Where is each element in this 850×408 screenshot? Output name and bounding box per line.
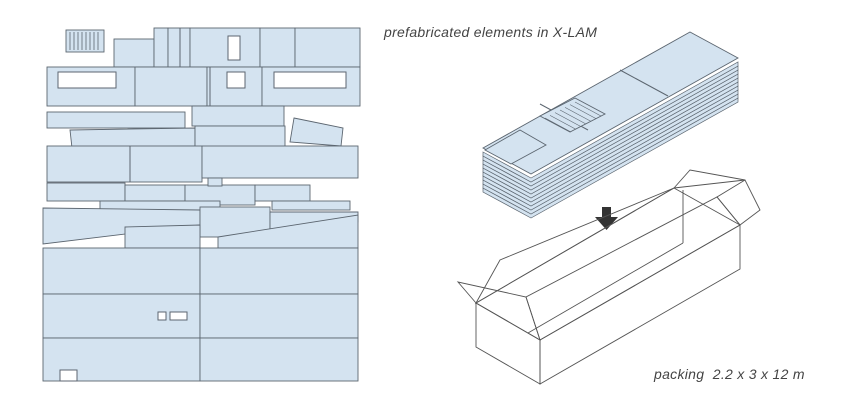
box-flap-left: [474, 187, 675, 305]
panel-row-5: [46, 177, 351, 211]
prefabricated-panels-layout: [42, 27, 361, 382]
down-arrow-icon: [595, 207, 618, 230]
panel: [189, 27, 261, 68]
bundle-stair-tread: [554, 112, 582, 127]
window-opening: [273, 71, 347, 89]
notch: [59, 369, 78, 382]
panel: [294, 27, 361, 68]
window-opening: [57, 71, 117, 89]
opening: [157, 311, 167, 321]
box-flap-back: [672, 169, 746, 189]
panel: [207, 177, 223, 187]
bundle-stair-tread: [544, 117, 572, 133]
panel: [46, 145, 203, 183]
stair-panel: [484, 129, 547, 165]
panel: [194, 125, 286, 149]
panel: [259, 27, 296, 68]
stair-icon: [65, 29, 105, 53]
window-opening: [226, 71, 246, 89]
panel: [153, 27, 169, 68]
bundle-layers: [482, 61, 739, 219]
arrow-shaft: [602, 207, 611, 217]
panel-row-4: [46, 145, 359, 183]
panel: [289, 117, 344, 147]
bundle-detail: [619, 69, 669, 97]
bundle-stair-tread: [574, 101, 602, 117]
box-flap-side: [525, 196, 741, 341]
panel: [199, 293, 359, 339]
panel-row-3: [46, 105, 344, 149]
bundle-stair-tread: [559, 109, 587, 125]
floor-slabs: [42, 247, 359, 382]
bundle-stair-tread: [569, 104, 597, 119]
stair-panel: [539, 97, 606, 133]
stair-flight: [65, 29, 105, 53]
panel: [69, 127, 196, 149]
panel: [46, 111, 186, 129]
caption-prefabricated: prefabricated elements in X-LAM: [384, 24, 598, 40]
box-front: [475, 302, 541, 385]
bundle-stair-icon: [544, 101, 602, 133]
xlam-stacked-bundle: [482, 31, 739, 219]
panel: [46, 182, 126, 202]
panel: [254, 184, 311, 202]
panel-row-2: [46, 66, 361, 107]
panel: [199, 337, 359, 382]
box-flap-right: [716, 179, 761, 226]
panel: [124, 184, 186, 202]
panel-row-6: [42, 206, 359, 249]
panel: [199, 247, 359, 295]
stair-steps: [69, 32, 99, 50]
panel: [113, 38, 155, 68]
caption-packing: packing 2.2 x 3 x 12 m: [654, 366, 805, 382]
panel: [42, 247, 201, 295]
panel: [191, 105, 285, 127]
packing-box: [456, 169, 761, 385]
opening: [169, 311, 188, 321]
panel-row-1: [65, 27, 361, 68]
arrow-head: [595, 217, 618, 230]
panel: [167, 27, 191, 68]
bundle-stair-tread: [564, 107, 592, 122]
panel: [201, 145, 359, 179]
panel: [271, 200, 351, 211]
bundle-layer: [482, 61, 739, 183]
window-opening: [227, 35, 241, 61]
panel: [134, 66, 208, 107]
box-flap-front-left: [456, 281, 541, 341]
panel: [124, 224, 201, 249]
bundle-stair-tread: [549, 115, 577, 130]
box-inner-edge: [527, 242, 684, 334]
